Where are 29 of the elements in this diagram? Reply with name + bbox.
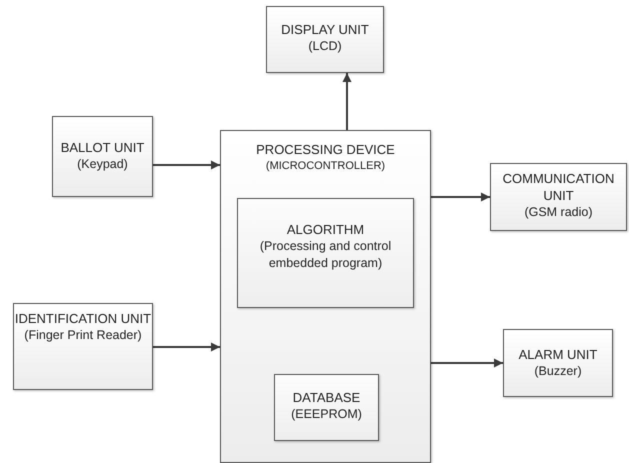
arrow — [431, 358, 503, 368]
box-description: (Finger Print Reader) — [24, 327, 142, 344]
box-description: (LCD) — [308, 38, 342, 55]
module-box — [274, 374, 379, 441]
box-title: BALLOT UNIT — [60, 139, 144, 156]
box-title: IDENTIFICATION UNIT — [14, 310, 152, 327]
unit-box — [503, 329, 613, 397]
unit-box — [220, 130, 431, 463]
box-description: (MICROCONTROLLER) — [266, 159, 386, 174]
arrow — [153, 160, 220, 170]
box-description: (Buzzer) — [534, 363, 582, 380]
box-title: COMMUNICATION UNIT — [502, 170, 616, 204]
box-title: ALGORITHM — [286, 221, 364, 238]
arrow — [431, 192, 490, 202]
box-title: ALARM UNIT — [518, 346, 598, 363]
unit-box — [490, 163, 627, 231]
box-description: (Processing and control embedded program) — [258, 238, 392, 272]
box-description: (EEEPROM) — [291, 406, 362, 423]
unit-box — [52, 116, 153, 197]
unit-box — [266, 6, 384, 73]
box-title: PROCESSING DEVICE — [256, 141, 395, 158]
box-title: DISPLAY UNIT — [281, 21, 369, 38]
arrow — [342, 73, 352, 130]
box-title: DATABASE — [292, 389, 360, 406]
arrow — [153, 342, 220, 352]
module-box — [237, 198, 414, 308]
unit-box — [13, 303, 153, 390]
box-description: (Keypad) — [77, 156, 128, 173]
box-description: (GSM radio) — [524, 204, 593, 221]
